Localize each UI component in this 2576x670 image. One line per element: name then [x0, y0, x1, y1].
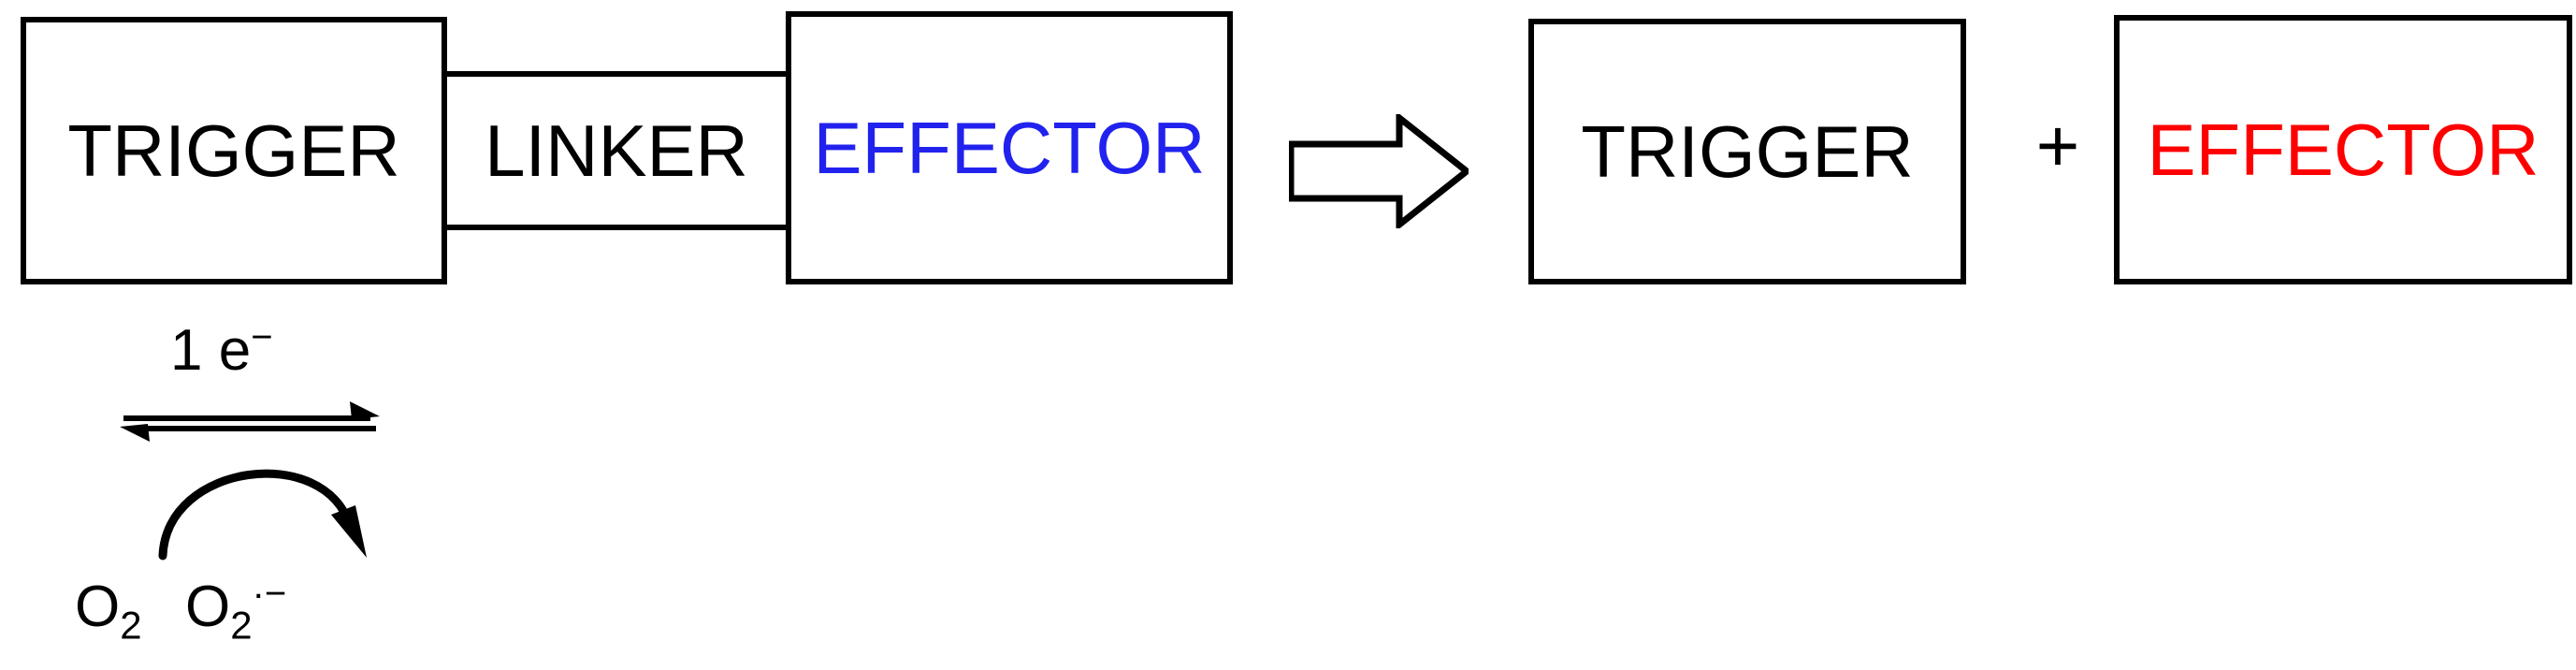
superoxide-charge: ·− — [252, 573, 287, 615]
dioxygen-species-label: O2 — [75, 575, 142, 645]
effector-label-reactant: EFFECTOR — [813, 107, 1206, 189]
superoxide-subscript: 2 — [230, 603, 253, 648]
trigger-label-product: TRIGGER — [1581, 110, 1914, 193]
redox-annotation-group: 1 e− O2 O2·− — [56, 298, 449, 668]
dioxygen-subscript: 2 — [120, 603, 142, 648]
trigger-box-product: TRIGGER — [1528, 19, 1966, 284]
superoxide-species-label: O2·− — [185, 575, 286, 645]
electron-transfer-curved-arrow-icon — [158, 469, 367, 561]
effector-label-product: EFFECTOR — [2147, 109, 2540, 191]
linker-box: LINKER — [441, 71, 791, 230]
one-electron-text: 1 e — [170, 318, 252, 383]
trigger-box-reactant: TRIGGER — [21, 17, 447, 284]
reaction-arrow-icon — [1289, 114, 1469, 228]
effector-box-reactant: EFFECTOR — [786, 11, 1233, 284]
plus-operator: + — [2035, 104, 2080, 187]
one-electron-charge: − — [251, 316, 273, 358]
one-electron-label: 1 e− — [170, 318, 273, 380]
trigger-label-reactant: TRIGGER — [67, 109, 400, 192]
linker-label: LINKER — [485, 109, 748, 192]
dioxygen-element: O — [75, 575, 121, 639]
superoxide-element: O — [185, 575, 231, 639]
equilibrium-arrow-icon — [120, 401, 380, 442]
effector-box-product: EFFECTOR — [2114, 15, 2572, 284]
